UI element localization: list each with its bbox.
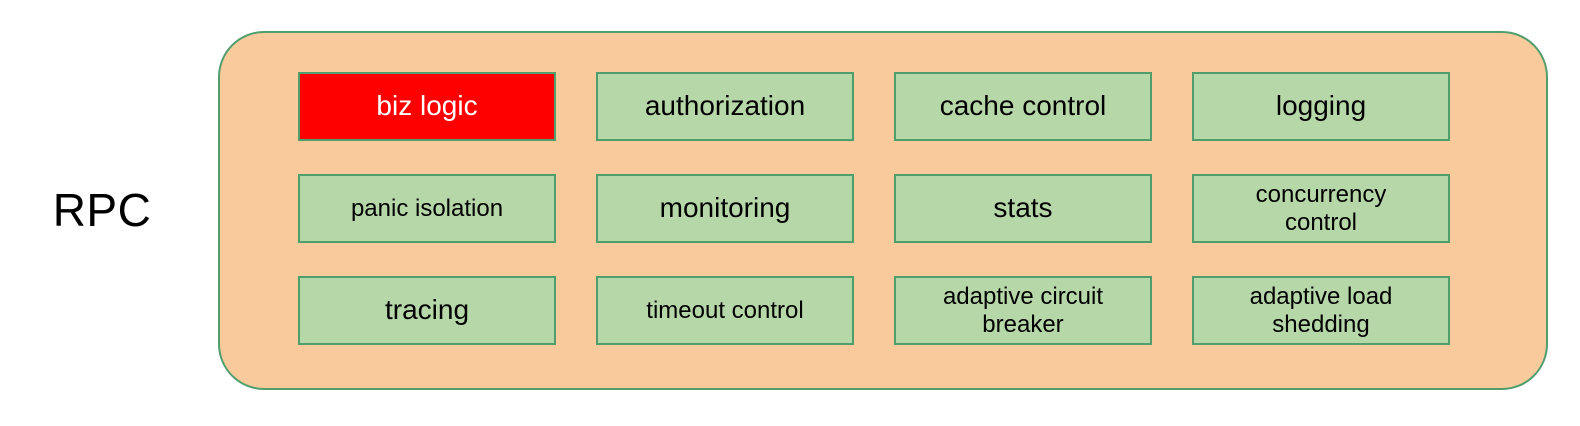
- box-label: authorization: [644, 90, 806, 122]
- box-panic-isolation: panic isolation: [298, 174, 556, 243]
- box-label: tracing: [384, 294, 470, 326]
- box-label: biz logic: [376, 90, 478, 122]
- box-label: cache control: [939, 90, 1107, 122]
- rpc-container: biz logic authorization cache control lo…: [218, 31, 1548, 390]
- rpc-label: RPC: [52, 184, 152, 236]
- box-label: adaptive circuit breaker: [942, 282, 1104, 338]
- box-authorization: authorization: [596, 72, 854, 141]
- box-label: monitoring: [659, 192, 791, 224]
- box-tracing: tracing: [298, 276, 556, 345]
- box-label: timeout control: [646, 296, 804, 324]
- box-label: concurrency control: [1255, 180, 1387, 236]
- box-timeout-control: timeout control: [596, 276, 854, 345]
- box-label: stats: [993, 192, 1053, 224]
- box-label: logging: [1275, 90, 1367, 122]
- box-concurrency-control: concurrency control: [1192, 174, 1450, 243]
- box-label: panic isolation: [350, 194, 504, 222]
- box-stats: stats: [894, 174, 1152, 243]
- box-biz-logic: biz logic: [298, 72, 556, 141]
- middleware-grid: biz logic authorization cache control lo…: [298, 72, 1450, 345]
- box-logging: logging: [1192, 72, 1450, 141]
- box-label: adaptive load shedding: [1249, 282, 1393, 338]
- box-monitoring: monitoring: [596, 174, 854, 243]
- box-adaptive-circuit-breaker: adaptive circuit breaker: [894, 276, 1152, 345]
- box-cache-control: cache control: [894, 72, 1152, 141]
- box-adaptive-load-shedding: adaptive load shedding: [1192, 276, 1450, 345]
